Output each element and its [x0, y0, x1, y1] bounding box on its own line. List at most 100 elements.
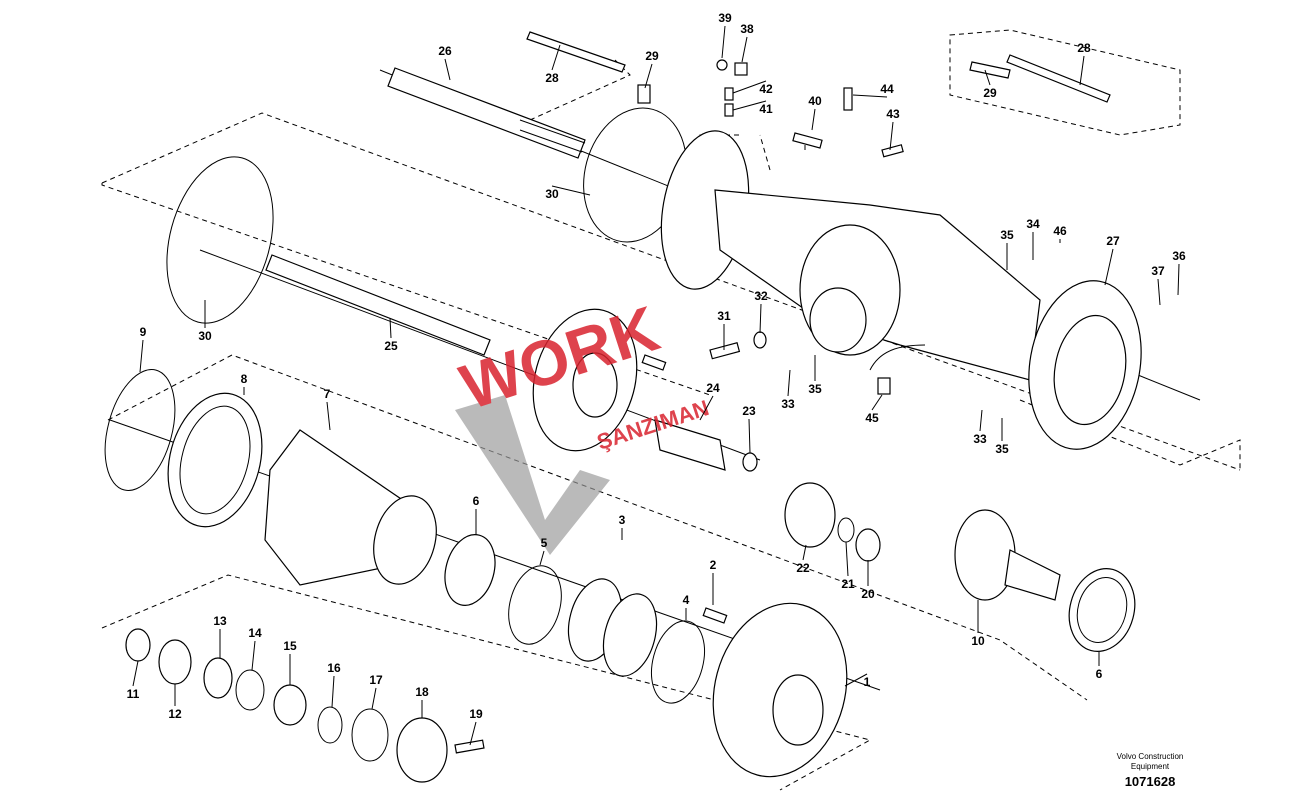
callout-leader-line: [551, 185, 591, 196]
o-ring-5: [508, 565, 562, 645]
callout-leader-line: [802, 544, 807, 561]
callout-14: 14: [248, 626, 262, 640]
breather-44: [843, 87, 853, 111]
callout-29: 29: [983, 86, 997, 100]
callout-41: 41: [759, 102, 773, 116]
callout-44: 44: [880, 82, 894, 96]
axle-shaft-26: [387, 67, 586, 159]
bolt-40: [792, 132, 823, 149]
fitting-41: [724, 103, 734, 117]
title-block: Volvo Construction Equipment 1071628: [1080, 752, 1220, 789]
snap-ring-16: [317, 706, 343, 744]
washer-23: [742, 452, 758, 472]
callout-38: 38: [740, 22, 754, 36]
callout-39: 39: [718, 11, 732, 25]
callout-leader-line: [732, 100, 767, 111]
callout-leader-line: [759, 303, 762, 334]
callout-leader-line: [444, 58, 451, 81]
wheel-hub-1: [712, 602, 848, 778]
callout-leader-line: [139, 339, 144, 373]
callout-leader-line: [1104, 248, 1114, 286]
callout-22: 22: [796, 561, 810, 575]
callout-45: 45: [865, 411, 879, 425]
cover-18: [396, 717, 448, 783]
callout-32: 32: [754, 289, 768, 303]
callout-6: 6: [1096, 667, 1103, 681]
callout-33: 33: [781, 397, 795, 411]
washer-32: [753, 331, 767, 349]
callout-leader-line: [331, 675, 335, 708]
callout-leader-line: [852, 94, 888, 98]
frame-lower: [101, 574, 872, 791]
organization-line-1: Volvo Construction: [1116, 752, 1184, 761]
callout-27: 27: [1106, 234, 1120, 248]
shim-3b: [602, 593, 658, 677]
gear-20: [855, 528, 881, 562]
frame-middle: [107, 354, 1088, 701]
nut-12: [158, 639, 192, 685]
callout-19: 19: [469, 707, 483, 721]
pin-28: [526, 31, 626, 73]
axle-shaft-25: [265, 254, 491, 356]
sensor-45: [877, 377, 891, 395]
frame-top-right: [949, 29, 1181, 136]
callout-leader-line: [469, 721, 477, 746]
frame-right: [1019, 399, 1241, 470]
lock-washer-14: [235, 669, 265, 711]
callout-leader-line: [844, 673, 868, 687]
callout-leader-line: [1177, 263, 1180, 296]
washer-39: [716, 59, 728, 71]
snap-ring-9: [104, 369, 176, 491]
callout-leader-line: [732, 80, 767, 94]
callout-28: 28: [1077, 41, 1091, 55]
breather-42: [724, 87, 734, 101]
plug-38: [734, 62, 748, 76]
callout-36: 36: [1172, 249, 1186, 263]
callout-8: 8: [241, 372, 248, 386]
callout-leader-line: [251, 640, 256, 671]
pin: [641, 354, 667, 371]
o-ring-30-left: [166, 156, 274, 324]
callout-26: 26: [438, 44, 452, 58]
callout-23: 23: [742, 404, 756, 418]
callout-leader-line: [551, 44, 561, 71]
bolt-2: [702, 607, 728, 624]
callout-11: 11: [127, 687, 140, 701]
nut-15: [273, 684, 307, 726]
callout-30: 30: [545, 187, 559, 201]
callout-4: 4: [683, 593, 690, 607]
snap-ring-21: [837, 517, 855, 543]
callout-9: 9: [140, 325, 147, 339]
callout-leader-line: [741, 36, 748, 63]
callout-leader-line: [721, 25, 726, 59]
callout-24: 24: [706, 381, 720, 395]
callout-17: 17: [369, 673, 383, 687]
bearing-6-left: [444, 534, 496, 606]
gear-22: [784, 482, 836, 548]
callout-leader-line: [811, 108, 816, 131]
pin-28-right: [1006, 54, 1111, 103]
callout-leader-line: [845, 541, 849, 577]
callout-leader-line: [539, 550, 545, 566]
callout-31: 31: [717, 309, 731, 323]
callout-leader-line: [787, 369, 791, 397]
callout-leader-line: [1079, 55, 1085, 86]
callout-leader-line: [132, 660, 139, 687]
bolt-29-right: [969, 61, 1011, 79]
washer-13: [203, 657, 233, 699]
callout-37: 37: [1151, 264, 1165, 278]
o-ring-17: [351, 708, 389, 762]
frame-top-left: [529, 59, 631, 121]
callout-13: 13: [213, 614, 227, 628]
bolt-19: [454, 739, 485, 754]
callout-leader-line: [389, 317, 392, 339]
callout-leader-line: [1157, 278, 1161, 306]
pin-43: [881, 144, 904, 158]
callout-leader-line: [699, 395, 714, 421]
callout-3: 3: [619, 513, 626, 527]
callout-35: 35: [995, 442, 1009, 456]
callout-46: 46: [1053, 224, 1067, 238]
callout-leader-line: [984, 69, 991, 86]
